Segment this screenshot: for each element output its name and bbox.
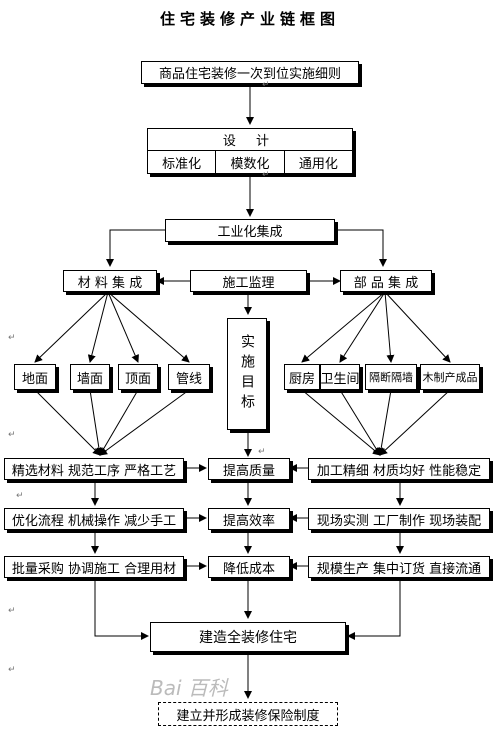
part-item-partition: 隔断隔墙 (365, 364, 417, 390)
design-header: 设 计 (148, 129, 352, 152)
center-reduce-cost: 降低成本 (208, 556, 290, 578)
material-item-ceiling: 顶面 (118, 364, 158, 390)
left-row-efficiency-measures: 优化流程 机械操作 减少手工 (4, 508, 184, 530)
return-mark-2: ↵ (262, 170, 270, 180)
diagram-title: 住宅装修产业链框图 (159, 10, 340, 28)
parts-integration-box: 部 品 集 成 (340, 270, 432, 292)
return-mark-7: ↵ (8, 606, 16, 616)
return-mark-6: ↵ (16, 491, 24, 501)
design-box: 设 计 标准化 模数化 通用化 (147, 128, 353, 174)
left-row-quality-measures: 精选材料 规范工序 严格工艺 (4, 458, 184, 480)
part-item-kitchen: 厨房 (284, 364, 320, 390)
design-item-generalization: 通用化 (283, 151, 352, 173)
material-item-floor: 地面 (14, 364, 56, 390)
material-item-wall: 墙面 (70, 364, 110, 390)
top-box-implementation-rules: 商品住宅装修一次到位实施细则 (141, 61, 359, 84)
return-mark-8: ↵ (8, 665, 16, 675)
return-mark-3: ↵ (8, 333, 16, 343)
industrial-integration-box: 工业化集成 (165, 219, 335, 242)
return-mark-5: ↵ (258, 447, 266, 457)
right-row-cost-measures: 规模生产 集中订货 直接流通 (308, 556, 490, 578)
right-row-efficiency-measures: 现场实测 工厂制作 现场装配 (308, 508, 490, 530)
design-item-standardization: 标准化 (162, 156, 202, 172)
materials-integration-box: 材 料 集 成 (63, 270, 157, 292)
center-improve-quality: 提高质量 (208, 458, 290, 480)
design-item-modularization: 模数化 (215, 151, 283, 173)
center-improve-efficiency: 提高效率 (208, 508, 290, 530)
baike-watermark: Bai 百科 (150, 676, 228, 700)
insurance-system-box: 建立并形成装修保险制度 (158, 702, 338, 726)
implementation-target-box: 实施目标 (227, 318, 267, 430)
goal-full-decoration-housing: 建造全装修住宅 (150, 622, 346, 652)
part-item-woodwork: 木制产成品 (420, 364, 480, 390)
material-item-pipeline: 管线 (168, 364, 210, 390)
right-row-quality-measures: 加工精细 材质均好 性能稳定 (308, 458, 490, 480)
left-row-cost-measures: 批量采购 协调施工 合理用材 (4, 556, 184, 578)
part-item-bathroom: 卫生间 (320, 364, 360, 390)
return-mark-1: ↵ (262, 80, 270, 90)
return-mark-4: ↵ (8, 430, 16, 440)
construction-supervision-box: 施工监理 (190, 270, 307, 292)
